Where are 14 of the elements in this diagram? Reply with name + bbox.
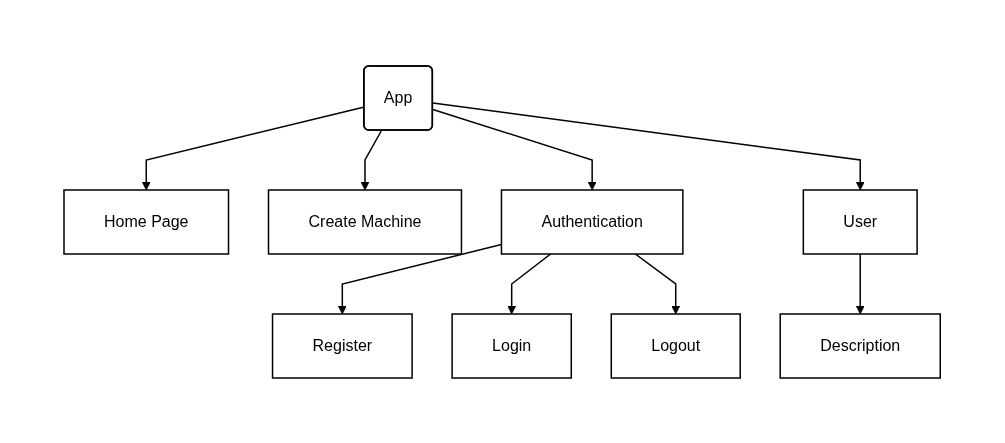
arrow	[432, 101, 865, 190]
node-box: Home Page	[63, 188, 230, 255]
node-box: Description	[779, 312, 942, 379]
node-box: User	[802, 188, 919, 255]
node-box: Login	[451, 312, 573, 379]
arrow	[856, 252, 865, 314]
node-box: Authentication	[501, 188, 684, 255]
arrow	[360, 129, 383, 190]
arrow	[432, 108, 597, 190]
node-box: Register	[272, 312, 414, 379]
arrow	[507, 252, 552, 314]
node-box: Logout	[610, 312, 742, 379]
arrow	[634, 252, 681, 314]
node-box: Create Machine	[268, 188, 463, 255]
